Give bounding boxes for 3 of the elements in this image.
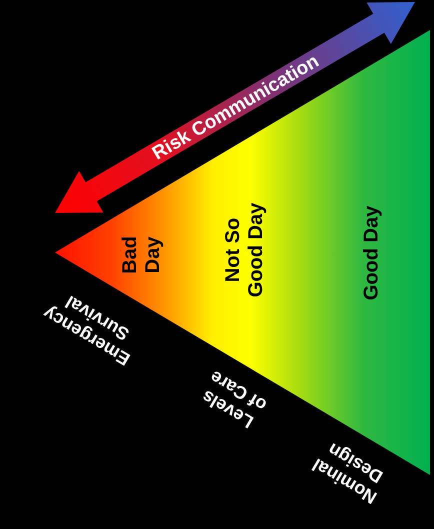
- zone-label: Bad Day: [119, 235, 165, 276]
- zone-label: Good Day: [360, 204, 384, 302]
- zone-label: Not So Good Day: [222, 202, 268, 300]
